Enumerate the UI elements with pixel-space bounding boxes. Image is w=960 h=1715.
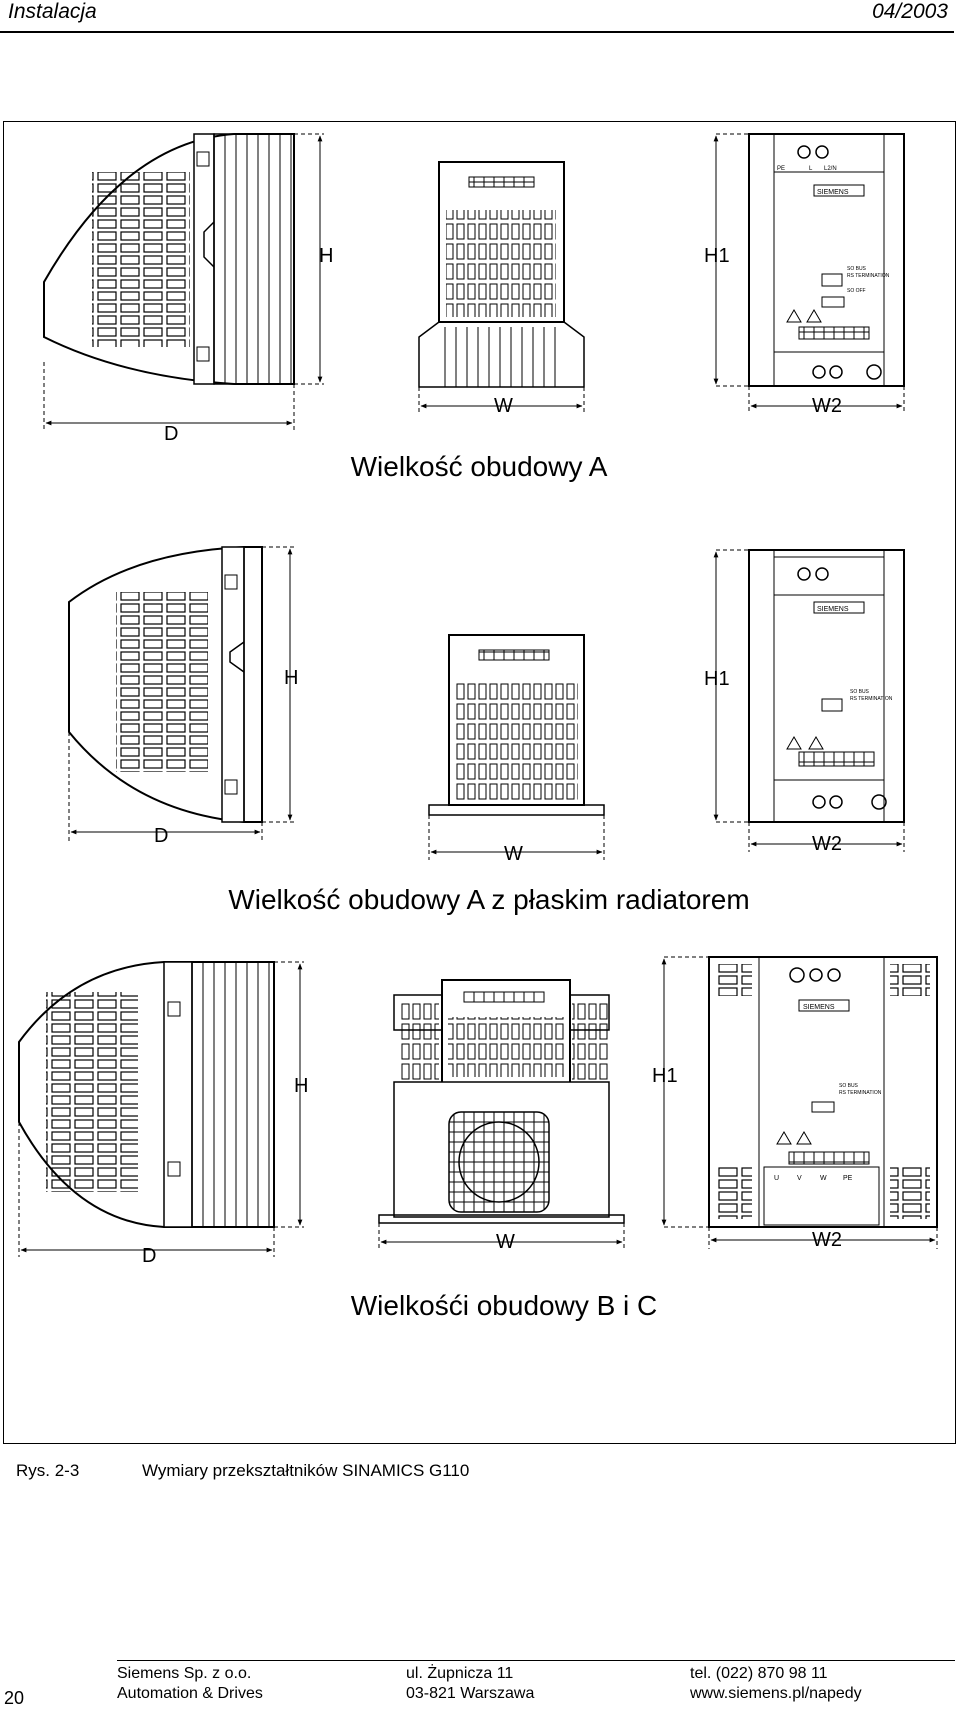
dim-label-h1: H1 [704,668,730,690]
switch-label-off: SO OFF [847,288,866,294]
switch-label-bus: SO BUS [850,689,870,695]
switch-label-bus: SO BUS [839,1083,859,1089]
panel-bc-front-view: W [378,979,625,1253]
brand-label: SIEMENS [803,1004,835,1011]
dim-label-h: H [319,245,333,267]
panel-a-top-view: PE L L2/N SIEMENS SO BUS RS TERMINATION … [704,133,905,417]
panel-a-front-view: W [418,161,585,417]
dim-label-d: D [142,1245,156,1267]
panel-bc: H D W [18,956,938,1321]
footer-company-name: Siemens Sp. z o.o. [117,1665,252,1682]
brand-label: SIEMENS [817,189,849,196]
footer-website: www.siemens.pl/napedy [690,1685,862,1702]
dim-label-h1: H1 [704,245,730,267]
dim-label-w: W [496,1231,515,1253]
switch-label-bus: SO BUS [847,266,867,272]
terminal-label-w: W [820,1175,827,1182]
panel-a-flat-top-view: SIEMENS SO BUS RS TERMINATION H1 W2 [704,549,905,855]
dim-label-d: D [164,423,178,445]
footer-rule [117,1660,955,1661]
dim-label-w2: W2 [812,833,842,855]
dimension-figure: H D W PE L L2/ [3,121,956,1444]
terminal-label-pe: PE [843,1175,853,1182]
switch-label-term: RS TERMINATION [847,273,890,279]
terminal-label-u: U [774,1175,779,1182]
footer-address: ul. Żupnicza 11 03-821 Warszawa [406,1664,534,1704]
footer-phone: tel. (022) 870 98 11 [690,1665,828,1682]
dim-label-h: H [294,1075,308,1097]
panel-a: H D W PE L L2/ [43,133,905,482]
footer-city: 03-821 Warszawa [406,1685,535,1702]
figure-caption-text: Wymiary przekształtników SINAMICS G110 [142,1461,470,1480]
panel-a-flat-front-view: W [428,634,605,865]
dim-label-h: H [284,667,298,689]
panel-a-title: Wielkość obudowy A [351,451,608,482]
header-rule [0,31,954,33]
footer-contact: tel. (022) 870 98 11 www.siemens.pl/nape… [690,1664,862,1704]
panel-a-flat: H D W SIEMENS SO BUS RS [68,546,905,915]
panel-a-flat-side-view: H D [68,546,298,847]
header-section-title: Instalacja [8,0,97,23]
panel-a-flat-title: Wielkość obudowy A z płaskim radiatorem [228,884,749,915]
page-number: 20 [4,1688,25,1708]
panel-bc-top-view: SIEMENS SO BUS RS TERMINATION U V W PE H… [652,956,938,1251]
switch-label-term: RS TERMINATION [839,1090,882,1096]
dim-label-w: W [494,395,513,417]
dimension-drawings: H D W PE L L2/ [18,133,938,1321]
terminal-label-l2n: L2/N [824,166,837,172]
header-date: 04/2003 [872,0,948,23]
dim-label-w2: W2 [812,1229,842,1251]
panel-a-side-view: H D [43,133,333,445]
terminal-label-l: L [809,166,813,172]
panel-bc-side-view: H D [18,961,308,1267]
figure-caption-number: Rys. 2-3 [16,1461,80,1480]
terminal-label-v: V [797,1175,802,1182]
terminal-label-pe: PE [777,166,785,172]
footer-company: Siemens Sp. z o.o. Automation & Drives [117,1664,263,1704]
footer-street: ul. Żupnicza 11 [406,1665,514,1682]
switch-label-term: RS TERMINATION [850,696,893,702]
panel-bc-title: Wielkośći obudowy B i C [351,1290,658,1321]
brand-label: SIEMENS [817,606,849,613]
dim-label-w2: W2 [812,395,842,417]
dim-label-d: D [154,825,168,847]
footer-company-division: Automation & Drives [117,1685,263,1702]
dim-label-h1: H1 [652,1065,678,1087]
dim-label-w: W [504,843,523,865]
